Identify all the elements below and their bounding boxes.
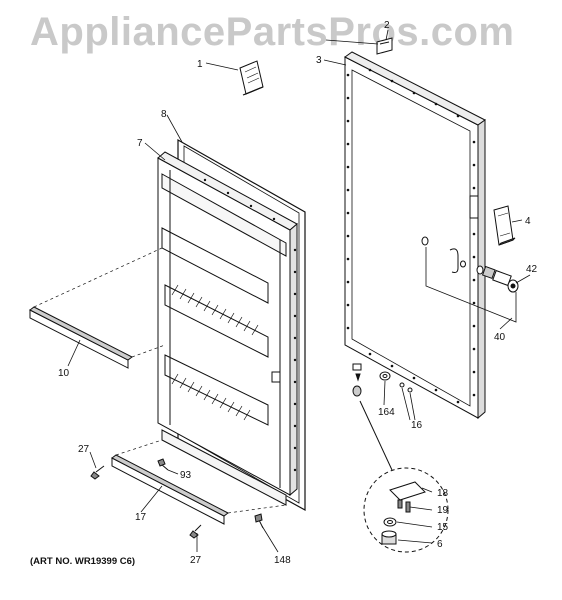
callout-10: 10 — [58, 368, 70, 379]
callout-16: 16 — [411, 420, 423, 431]
art-number: (ART NO. WR19399 C6) — [30, 556, 136, 567]
callout-2: 2 — [384, 20, 390, 31]
part-shelf-rail — [29, 247, 166, 369]
callout-40: 40 — [494, 332, 506, 343]
callout-7: 7 — [137, 138, 143, 149]
callout-148: 148 — [274, 555, 291, 566]
callout-17: 17 — [135, 512, 147, 523]
callout-19: 19 — [437, 505, 449, 516]
part-door-liner — [157, 138, 306, 512]
callout-93: 93 — [180, 470, 192, 481]
callout-18: 18 — [437, 488, 449, 499]
callout-leaders — [67, 29, 531, 553]
callout-6: 6 — [437, 539, 443, 550]
callout-1: 1 — [197, 59, 203, 70]
part-hinge-hardware — [352, 363, 413, 397]
panel-holes — [346, 68, 476, 404]
callout-3: 3 — [316, 55, 322, 66]
part-lock-cylinder — [476, 265, 519, 293]
callout-42: 42 — [526, 264, 538, 275]
part-bottom-rail — [111, 439, 287, 525]
part-handle — [493, 205, 516, 246]
callout-labels: 1 2 3 4 6 7 8 10 15 16 17 18 19 27 27 40… — [58, 20, 538, 566]
callout-164: 164 — [378, 407, 395, 418]
watermark: AppliancePartsPros.com — [30, 10, 515, 54]
callout-15: 15 — [437, 522, 449, 533]
part-screws — [90, 458, 264, 539]
callout-8: 8 — [161, 109, 167, 120]
part-label-card — [239, 60, 264, 96]
part-outer-door-panel — [344, 51, 486, 420]
part-top-clip — [376, 37, 393, 55]
callout-27-top: 27 — [78, 444, 90, 455]
callout-4: 4 — [525, 216, 531, 227]
callout-27-bottom: 27 — [190, 555, 202, 566]
detail-circle — [359, 400, 449, 553]
